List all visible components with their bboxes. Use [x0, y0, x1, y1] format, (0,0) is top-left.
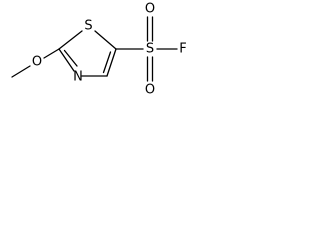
atom-sulfur-ring: S [84, 19, 92, 34]
atom-labels: O S N S O O F [32, 2, 187, 98]
atom-sulfur-sulfonyl: S [146, 42, 154, 57]
atom-nitrogen-ring: N [73, 70, 83, 85]
bond-c5-c4-double [102, 51, 112, 74]
structure-canvas: O S N S O O F [0, 0, 218, 106]
atom-oxygen-bottom: O [145, 83, 155, 98]
atom-oxygen-methoxy: O [32, 55, 42, 70]
bonds [11, 16, 178, 82]
bond-n3-c2-double [63, 49, 78, 67]
atom-fluorine: F [179, 42, 186, 57]
molecule-structure: O S N S O O F [11, 2, 187, 98]
bond-oxygen-c2 [43, 48, 60, 59]
bond-methyl-oxygen [11, 65, 31, 78]
bond-s1-c5 [94, 30, 117, 50]
atom-oxygen-top: O [145, 2, 155, 17]
bond-n3-c2 [58, 48, 75, 72]
bond-c2-s1 [58, 30, 83, 50]
bond-c5-c4 [106, 48, 117, 77]
